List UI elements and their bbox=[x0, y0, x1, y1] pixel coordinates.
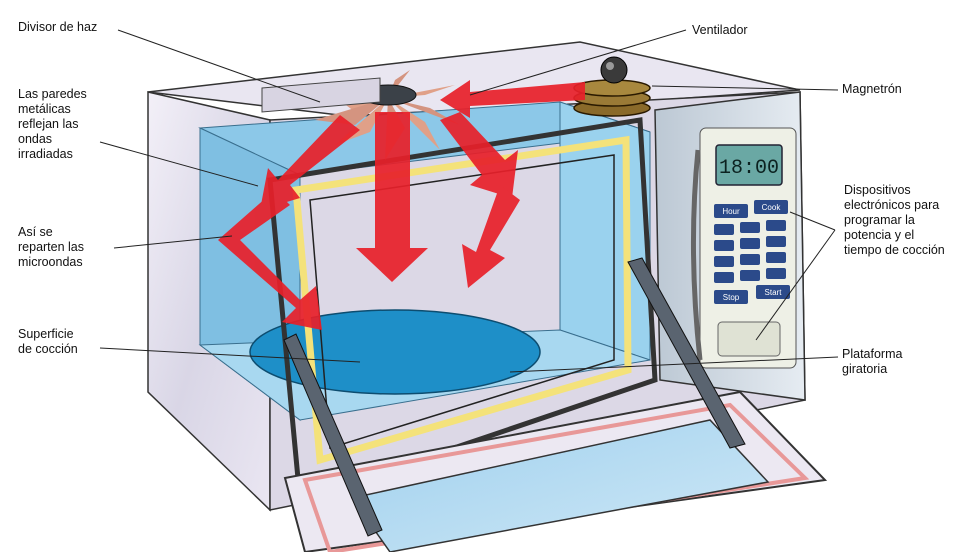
panel-button-stop-label: Stop bbox=[723, 293, 740, 302]
label-turntable: Plataforma giratoria bbox=[842, 347, 903, 376]
label-cooking-surface: Superficie de cocción bbox=[18, 327, 78, 356]
label-fan: Ventilador bbox=[692, 23, 748, 37]
door-window-glass bbox=[350, 419, 770, 553]
door-hinge-left bbox=[283, 333, 383, 537]
display-text: 18:00 bbox=[719, 157, 779, 180]
keypad bbox=[714, 220, 786, 283]
panel-button-cook-label: Cook bbox=[762, 203, 782, 212]
label-magnetron: Magnetrón bbox=[842, 82, 902, 96]
label-walls: Las paredes metálicas reflejan las ondas… bbox=[18, 87, 87, 161]
microwave-arrows bbox=[218, 80, 585, 330]
beam-splitter-box bbox=[261, 77, 381, 113]
panel-button-hour bbox=[714, 204, 748, 218]
door-handle bbox=[690, 149, 703, 361]
label-distribution: Así se reparten las microondas bbox=[18, 225, 85, 269]
leader-lines bbox=[99, 29, 839, 373]
turntable bbox=[249, 309, 541, 395]
panel-button-start bbox=[756, 285, 790, 299]
display-screen bbox=[715, 144, 783, 186]
label-electronics: Dispositivos electrónicos para programar… bbox=[844, 183, 945, 257]
door-frame-outer bbox=[267, 117, 658, 504]
panel-button-cook bbox=[754, 200, 788, 214]
door-hinge-right bbox=[627, 257, 746, 449]
door-release-button bbox=[717, 321, 781, 357]
door-window-frame bbox=[302, 402, 810, 555]
label-beam-splitter: Divisor de haz bbox=[18, 20, 98, 34]
panel-button-hour-label: Hour bbox=[722, 207, 740, 216]
panel-button-start-label: Start bbox=[765, 288, 783, 297]
magnetron bbox=[573, 56, 651, 117]
panel-button-stop bbox=[714, 290, 748, 304]
